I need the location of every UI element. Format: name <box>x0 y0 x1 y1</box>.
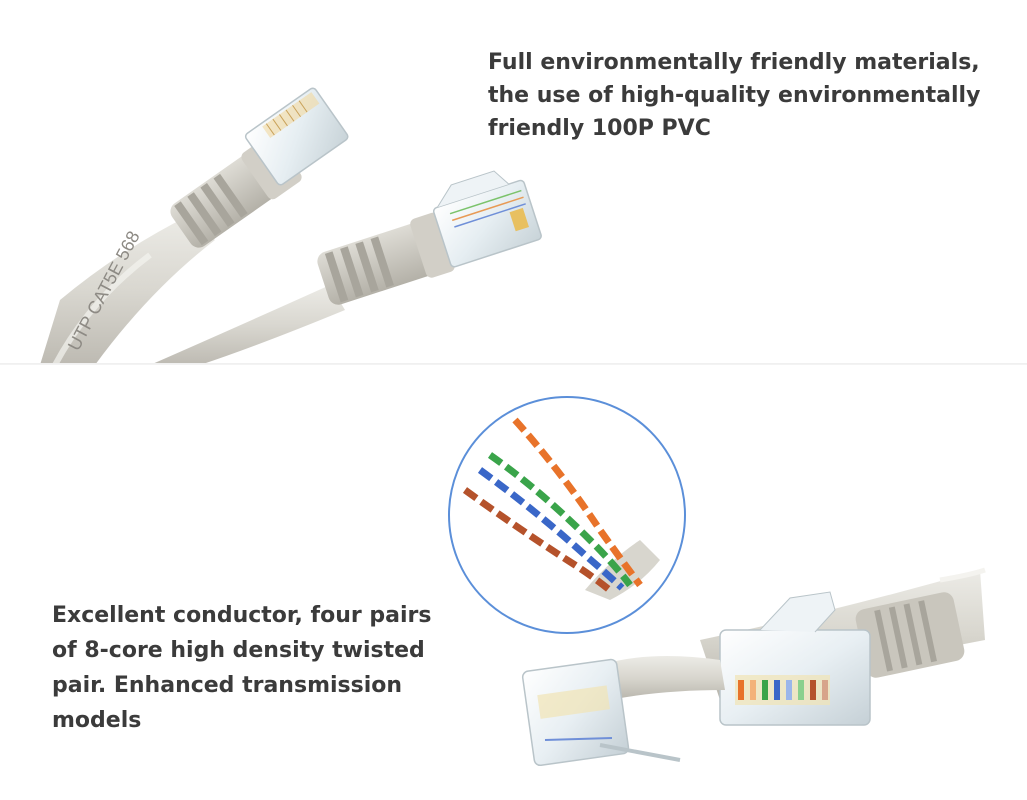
top-product-photo: UTP CAT5E 568 Full environmenta <box>0 0 1027 365</box>
bottom-connectors <box>521 567 986 767</box>
bottom-caption: Excellent conductor, four pairs of 8-cor… <box>52 603 432 733</box>
right-patch-cable <box>150 170 542 365</box>
twisted-pairs-zoom <box>448 396 686 634</box>
twisted-pair-photo <box>448 396 986 767</box>
bottom-product-photo: Excellent conductor, four pairs of 8-cor… <box>0 365 1027 800</box>
patch-cables-photo: UTP CAT5E 568 <box>40 87 542 365</box>
top-caption: Full environmentally friendly materials,… <box>488 50 981 141</box>
panel-divider <box>0 363 1027 366</box>
